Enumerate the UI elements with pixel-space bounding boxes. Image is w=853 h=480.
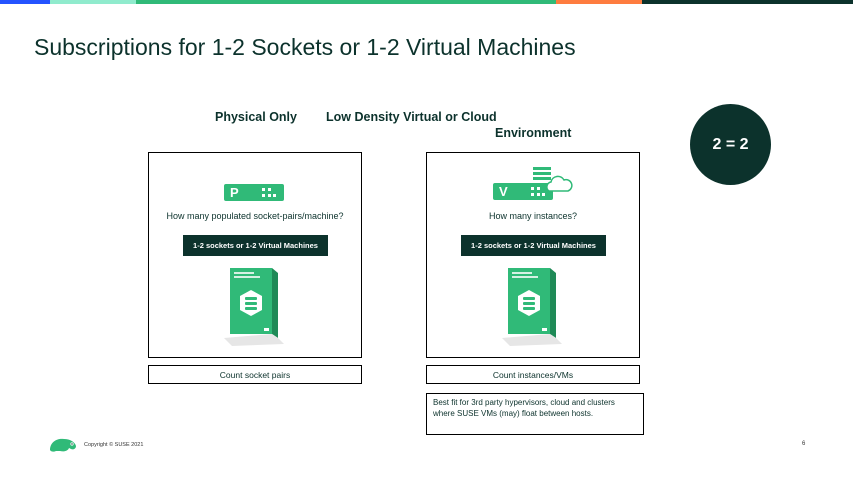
physical-server-icon: P [224,184,284,201]
physical-caption-text: Count socket pairs [219,369,291,380]
top-accent-bar [0,0,853,4]
accent-segment-orange [556,0,642,4]
equation-badge-text: 2 = 2 [712,135,749,153]
virtual-panel: V How many instances? 1-2 sockets or 1-2… [426,152,640,358]
suse-product-box-icon [224,268,284,346]
cloud-stack-icon [533,167,573,192]
virtual-pill-label: 1-2 sockets or 1-2 Virtual Machines [471,241,596,250]
right-column-heading-line1: Low Density Virtual or Cloud [326,110,497,124]
left-column-heading: Physical Only [215,110,297,124]
accent-segment-blue [0,0,50,4]
virtual-server-letter: V [499,184,508,199]
accent-segment-light-green [50,0,136,4]
physical-question: How many populated socket-pairs/machine? [166,211,344,221]
virtual-question: How many instances? [488,211,578,221]
copyright-text: Copyright © SUSE 2021 [84,442,144,448]
suse-product-box-icon [502,268,562,346]
virtual-caption-text: Count instances/VMs [492,369,574,380]
virtual-note: Best fit for 3rd party hypervisors, clou… [426,393,644,435]
physical-pill: 1-2 sockets or 1-2 Virtual Machines [183,235,328,256]
physical-panel: P How many populated socket-pairs/machin… [148,152,362,358]
server-dots-icon [262,188,276,197]
page-number: 6 [802,441,806,447]
suse-chameleon-logo-icon [50,438,76,452]
virtual-pill: 1-2 sockets or 1-2 Virtual Machines [461,235,606,256]
slide-title: Subscriptions for 1-2 Sockets or 1-2 Vir… [34,34,576,60]
physical-caption: Count socket pairs [148,365,362,384]
accent-segment-green [136,0,556,4]
physical-pill-label: 1-2 sockets or 1-2 Virtual Machines [193,241,318,250]
server-dots-icon [531,187,545,196]
virtual-server-icon: V [493,183,553,200]
physical-server-letter: P [230,185,239,200]
equation-badge: 2 = 2 [690,104,771,185]
accent-segment-dark [642,0,853,4]
virtual-caption: Count instances/VMs [426,365,640,384]
right-column-heading-line2: Environment [495,126,572,140]
